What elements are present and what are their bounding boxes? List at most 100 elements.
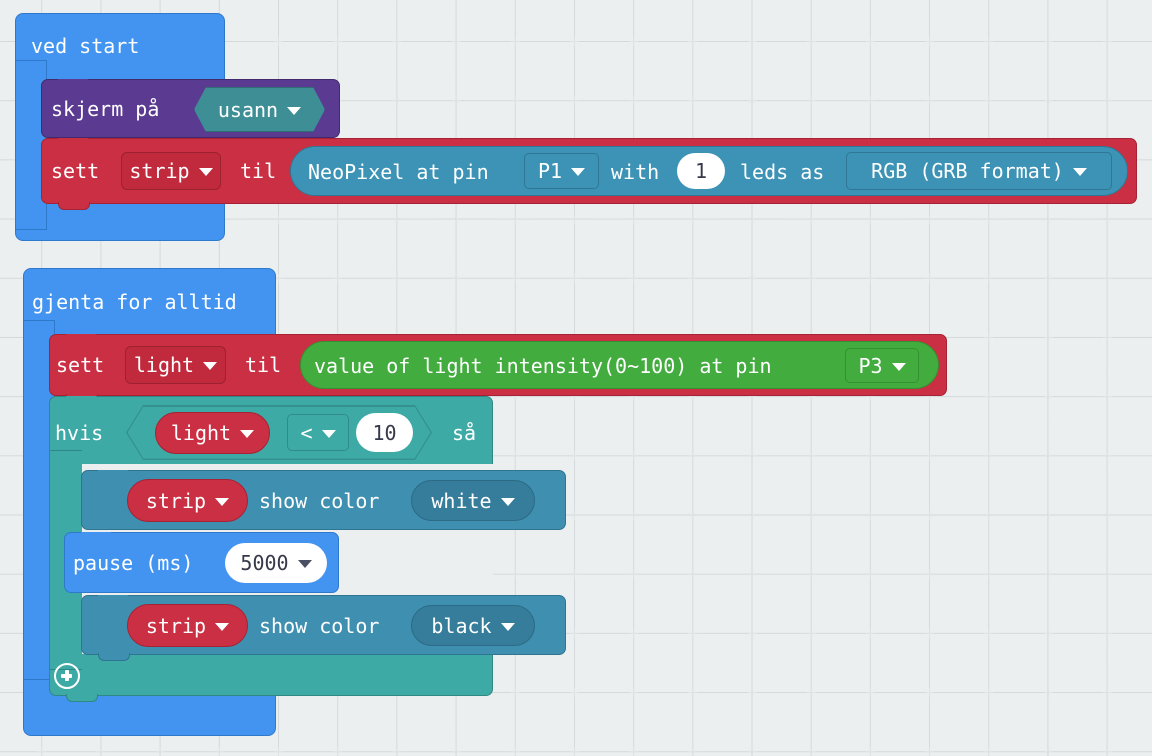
grid-plus-mark [1102, 629, 1112, 638]
grid-plus-mark [1043, 273, 1053, 283]
show-color-white-color-field[interactable]: white [411, 480, 535, 521]
chevron-down-icon[interactable] [240, 430, 255, 438]
chevron-down-icon[interactable] [215, 622, 230, 631]
grid-plus-mark [747, 688, 757, 698]
grid-plus-mark [806, 96, 816, 106]
grid-plus-mark [806, 451, 816, 461]
if-keyword-label: hvis [55, 421, 104, 445]
grid-plus-mark [1043, 451, 1053, 461]
light-intensity-pin-field[interactable]: P3 [845, 348, 919, 383]
grid-plus-mark [451, 214, 461, 224]
grid-plus-mark [1043, 510, 1053, 520]
grid-plus-mark [866, 273, 875, 283]
show-color-black-color-field[interactable]: black [411, 605, 535, 646]
grid-plus-mark [510, 747, 520, 756]
pause-label: pause (ms) [73, 551, 194, 575]
grid-plus-mark [570, 510, 579, 520]
condition-left-variable-value: light [170, 421, 232, 445]
grid-plus-mark [1043, 96, 1053, 106]
chevron-down-icon[interactable] [891, 362, 906, 371]
chevron-down-icon[interactable] [198, 168, 213, 176]
show-color-black-variable-field[interactable]: strip [127, 604, 248, 647]
chevron-down-icon[interactable] [321, 429, 336, 438]
grid-plus-mark [806, 629, 816, 638]
chevron-down-icon[interactable] [500, 497, 515, 506]
grid-plus-mark [866, 510, 875, 520]
grid-plus-mark [806, 747, 816, 756]
condition-operator-field[interactable]: < [287, 414, 349, 451]
show-color-white-variable-field[interactable]: strip [127, 479, 248, 522]
grid-plus-mark [984, 273, 994, 283]
chevron-down-icon[interactable] [287, 107, 301, 115]
grid-plus-mark [747, 451, 757, 461]
grid-plus-mark [1102, 214, 1112, 224]
grid-plus-mark [333, 214, 343, 224]
grid-plus-mark [392, 37, 402, 46]
pause-duration-field[interactable]: 5000 [225, 543, 327, 583]
grid-plus-mark [925, 37, 935, 46]
chevron-down-icon[interactable] [571, 168, 586, 176]
set-strip-variable-field[interactable]: strip [121, 152, 221, 190]
grid-plus-mark [451, 273, 461, 283]
grid-plus-mark [392, 273, 402, 283]
grid-plus-mark [984, 569, 994, 579]
grid-plus-mark [570, 37, 579, 46]
grid-plus-mark [984, 510, 994, 520]
grid-plus-mark [866, 37, 875, 46]
screen-on-label: skjerm på [51, 97, 160, 121]
grid-plus-mark [570, 688, 579, 698]
grid-plus-mark [570, 214, 579, 224]
grid-plus-mark [866, 629, 875, 638]
neopixel-pin-field[interactable]: P1 [524, 153, 599, 189]
grid-plus-mark [806, 273, 816, 283]
screen-on-state-field[interactable]: usann [194, 87, 325, 132]
grid-plus-mark [333, 273, 343, 283]
grid-plus-mark [925, 451, 935, 461]
grid-plus-mark [1043, 392, 1053, 402]
grid-plus-mark [984, 747, 994, 756]
neopixel-leds-field[interactable]: 1 [677, 153, 725, 189]
grid-plus-mark [866, 96, 875, 106]
chevron-down-icon[interactable] [297, 560, 312, 568]
grid-plus-mark [747, 569, 757, 579]
grid-plus-mark [274, 214, 283, 224]
grid-plus-mark [866, 747, 875, 756]
grid-plus-mark [688, 569, 698, 579]
show-color-black-variable-value: strip [145, 613, 207, 638]
condition-right-value-field[interactable]: 10 [356, 413, 413, 452]
grid-plus-mark [984, 96, 994, 106]
grid-plus-mark [570, 451, 579, 461]
grid-plus-mark [747, 510, 757, 520]
light-intensity-text: value of light intensity(0~100) at pin [314, 354, 772, 378]
grid-plus-mark [570, 273, 579, 283]
set-light-variable-field[interactable]: light [125, 346, 226, 384]
grid-plus-mark [1043, 688, 1053, 698]
show-color-black-color-value: black [431, 613, 492, 638]
on-start-label: ved start [31, 34, 140, 58]
grid-plus-mark [984, 451, 994, 461]
grid-plus-mark [510, 569, 520, 579]
set-keyword-label: sett [51, 159, 100, 183]
grid-plus-mark [1102, 747, 1112, 756]
grid-plus-mark [392, 747, 402, 756]
chevron-down-icon[interactable] [215, 497, 230, 506]
set-light-to-label: til [245, 353, 282, 377]
grid-plus-mark [747, 96, 757, 106]
set-strip-variable-value: strip [129, 159, 190, 183]
grid-plus-mark [1102, 96, 1112, 106]
neopixel-mode-value: RGB (GRB format) [871, 159, 1064, 183]
light-intensity-block[interactable] [300, 341, 939, 389]
condition-left-variable-field[interactable]: light [155, 412, 270, 454]
neopixel-mode-field[interactable]: RGB (GRB format) [846, 152, 1112, 190]
chevron-down-icon[interactable] [1072, 168, 1087, 176]
grid-plus-mark [1102, 392, 1112, 402]
add-branch-plus-icon[interactable] [54, 663, 80, 689]
grid-plus-mark [806, 37, 816, 46]
grid-plus-mark [1043, 333, 1053, 342]
grid-plus-mark [688, 747, 698, 756]
show-color-white-variable-value: strip [145, 488, 207, 513]
chevron-down-icon[interactable] [203, 362, 218, 370]
chevron-down-icon[interactable] [500, 622, 515, 631]
grid-plus-mark [333, 747, 343, 756]
